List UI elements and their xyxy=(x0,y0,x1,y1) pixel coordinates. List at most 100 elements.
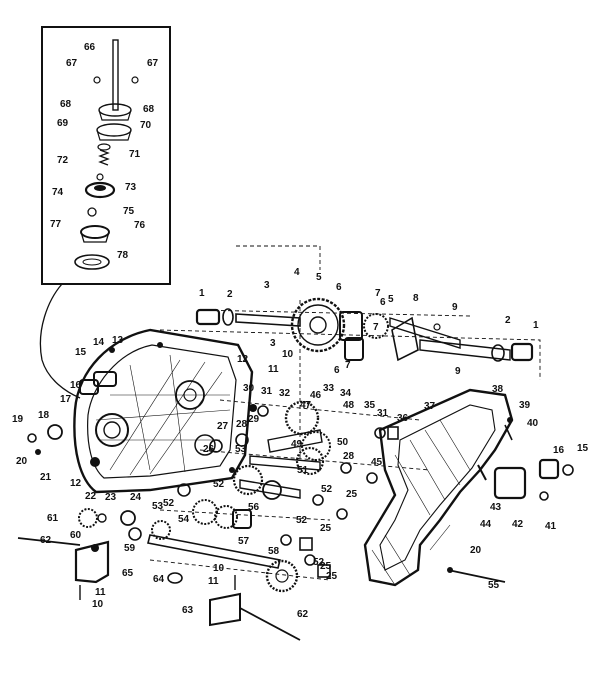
callout-46: 46 xyxy=(310,390,322,401)
callout-15: 15 xyxy=(577,443,589,454)
callout-25: 25 xyxy=(320,523,332,534)
callout-21: 21 xyxy=(40,472,52,483)
callout-10: 10 xyxy=(213,563,225,574)
callout-33: 33 xyxy=(323,383,335,394)
right-housing xyxy=(363,388,574,587)
callout-10: 10 xyxy=(92,599,104,610)
callout-52: 52 xyxy=(321,484,333,495)
callout-11: 11 xyxy=(268,364,279,375)
callout-77: 77 xyxy=(50,219,62,230)
callout-54: 54 xyxy=(178,514,190,525)
callout-66: 66 xyxy=(84,42,96,53)
callout-9: 9 xyxy=(452,302,458,313)
callout-5: 5 xyxy=(316,272,322,283)
callout-34: 34 xyxy=(340,388,352,399)
callout-9: 9 xyxy=(455,366,461,377)
callout-50: 50 xyxy=(337,437,349,448)
callout-12: 12 xyxy=(237,354,249,365)
callout-12: 12 xyxy=(70,478,82,489)
callout-72: 72 xyxy=(57,155,69,166)
callout-44: 44 xyxy=(480,519,492,530)
assembly-guide-lines xyxy=(149,245,541,581)
callout-5: 5 xyxy=(388,294,394,305)
callout-38: 38 xyxy=(492,384,504,395)
callout-14: 14 xyxy=(93,337,105,348)
callout-52: 52 xyxy=(163,498,175,509)
callout-57: 57 xyxy=(238,536,250,547)
callout-70: 70 xyxy=(140,120,152,131)
callout-35: 35 xyxy=(364,400,376,411)
callout-62: 62 xyxy=(40,535,52,546)
callout-65: 65 xyxy=(122,568,134,579)
callout-7: 7 xyxy=(375,288,381,299)
callout-52: 52 xyxy=(213,479,225,490)
callout-64: 64 xyxy=(153,574,165,585)
lower-brackets-and-rods xyxy=(17,347,506,641)
callout-53: 53 xyxy=(152,501,164,512)
callout-73: 73 xyxy=(125,182,137,193)
callout-36: 36 xyxy=(397,413,409,424)
callout-53: 53 xyxy=(235,444,247,455)
callout-3: 3 xyxy=(264,280,270,291)
callout-75: 75 xyxy=(123,206,135,217)
inset-detail-box: 66 67 67 68 68 69 70 71 72 73 74 75 77 7… xyxy=(39,26,171,399)
callout-3: 3 xyxy=(270,338,276,349)
callout-20: 20 xyxy=(16,456,28,467)
callout-61: 61 xyxy=(47,513,59,524)
callout-16: 16 xyxy=(553,445,565,456)
callout-74: 74 xyxy=(52,187,64,198)
middle-gear-train xyxy=(78,400,399,593)
main-callouts: 1 2 3 3 4 5 5 6 6 6 7 7 7 8 9 9 2 1 10 1… xyxy=(12,267,589,620)
callout-29: 29 xyxy=(248,414,260,425)
left-housing xyxy=(73,328,254,494)
callout-48: 48 xyxy=(343,400,355,411)
callout-2: 2 xyxy=(227,289,233,300)
callout-1: 1 xyxy=(199,288,205,299)
callout-32: 32 xyxy=(279,388,291,399)
callout-59: 59 xyxy=(124,543,136,554)
callout-49: 49 xyxy=(291,439,303,450)
callout-58: 58 xyxy=(268,546,280,557)
callout-24: 24 xyxy=(130,492,142,503)
callout-25: 25 xyxy=(326,571,338,582)
callout-11: 11 xyxy=(95,587,106,598)
callout-45: 45 xyxy=(371,457,383,468)
callout-71: 71 xyxy=(129,149,141,160)
callout-11: 11 xyxy=(208,576,219,587)
callout-41: 41 xyxy=(545,521,557,532)
callout-7: 7 xyxy=(345,360,351,371)
callout-31: 31 xyxy=(377,408,389,419)
callout-17: 17 xyxy=(60,394,72,405)
callout-6: 6 xyxy=(336,282,342,293)
callout-47: 47 xyxy=(300,400,312,411)
callout-63: 63 xyxy=(182,605,194,616)
callout-1: 1 xyxy=(533,320,539,331)
callout-15: 15 xyxy=(75,347,87,358)
callout-51: 51 xyxy=(297,465,309,476)
callout-30: 30 xyxy=(243,383,255,394)
callout-25: 25 xyxy=(346,489,358,500)
callout-16: 16 xyxy=(70,380,82,391)
callout-62: 62 xyxy=(297,609,309,620)
callout-37: 37 xyxy=(424,401,436,412)
callout-10: 10 xyxy=(282,349,294,360)
callout-8: 8 xyxy=(413,293,419,304)
callout-2: 2 xyxy=(505,315,511,326)
callout-18: 18 xyxy=(38,410,50,421)
callout-42: 42 xyxy=(512,519,524,530)
callout-56: 56 xyxy=(248,502,260,513)
callout-28: 28 xyxy=(236,419,248,430)
callout-78: 78 xyxy=(117,250,129,261)
callout-6: 6 xyxy=(380,297,386,308)
callout-43: 43 xyxy=(490,502,502,513)
callout-27: 27 xyxy=(217,421,229,432)
callout-7: 7 xyxy=(373,322,379,333)
callout-55: 55 xyxy=(488,580,500,591)
callout-23: 23 xyxy=(105,492,117,503)
callout-69: 69 xyxy=(57,118,69,129)
callout-76: 76 xyxy=(134,220,146,231)
callout-52: 52 xyxy=(313,557,325,568)
callout-68: 68 xyxy=(143,104,155,115)
callout-22: 22 xyxy=(85,491,97,502)
